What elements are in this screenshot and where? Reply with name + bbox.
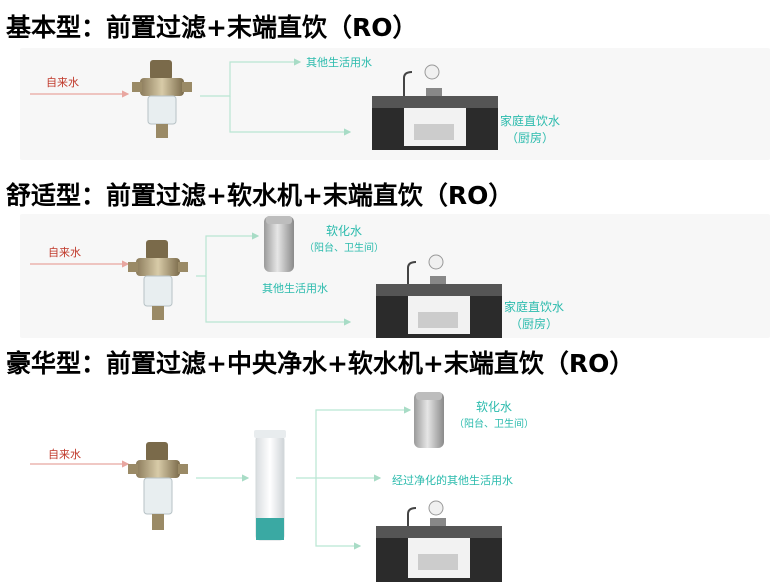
softened-water-label-line1: 软化水 [325, 224, 362, 238]
kitchen-water-label-line2: （厨房） [510, 317, 559, 331]
flow-section-basic [30, 58, 498, 150]
section-title-comfort: 舒适型：前置过滤+软水机+末端直饮（RO） [6, 181, 514, 210]
kitchen-water-label-line1: 家庭直饮水 [504, 300, 565, 314]
source-label: 自来水 [48, 448, 81, 461]
purified-water-label: 经过净化的其他生活用水 [392, 474, 513, 487]
softened-water-label-line2: （阳台、卫生间） [454, 419, 534, 430]
kitchen-water-label: 家庭直饮水 （厨房） [500, 112, 560, 146]
section-title-luxury: 豪华型：前置过滤+中央净水+软水机+末端直饮（RO） [6, 349, 635, 378]
kitchen-water-label-line2: （厨房） [506, 131, 555, 145]
softened-water-label: 软化水 （阳台、卫生间） [304, 222, 384, 254]
other-water-label: 其他生活用水 [262, 282, 328, 295]
kitchen-water-label-line1: 家庭直饮水 [500, 114, 561, 128]
kitchen-cabinet-icon [376, 254, 502, 338]
prefilter-icon [132, 60, 192, 138]
kitchen-water-label: 家庭直饮水 （厨房） [504, 298, 564, 332]
source-label: 自来水 [48, 246, 81, 259]
softened-water-label-line2: （阳台、卫生间） [304, 243, 384, 254]
central-purifier-icon [254, 430, 286, 541]
flow-section-luxury [30, 392, 502, 582]
kitchen-cabinet-icon [372, 64, 498, 150]
flow-section-comfort [30, 216, 502, 338]
prefilter-icon [128, 442, 188, 530]
softened-water-label-line1: 软化水 [475, 400, 512, 414]
prefilter-icon [128, 240, 188, 320]
section-title-basic: 基本型：前置过滤+末端直饮（RO） [6, 13, 418, 42]
kitchen-cabinet-icon [376, 500, 502, 582]
source-label: 自来水 [46, 76, 79, 89]
softened-water-label: 软化水 （阳台、卫生间） [454, 398, 534, 430]
other-water-label: 其他生活用水 [306, 56, 372, 69]
softener-icon [264, 216, 294, 272]
softener-icon [414, 392, 444, 448]
